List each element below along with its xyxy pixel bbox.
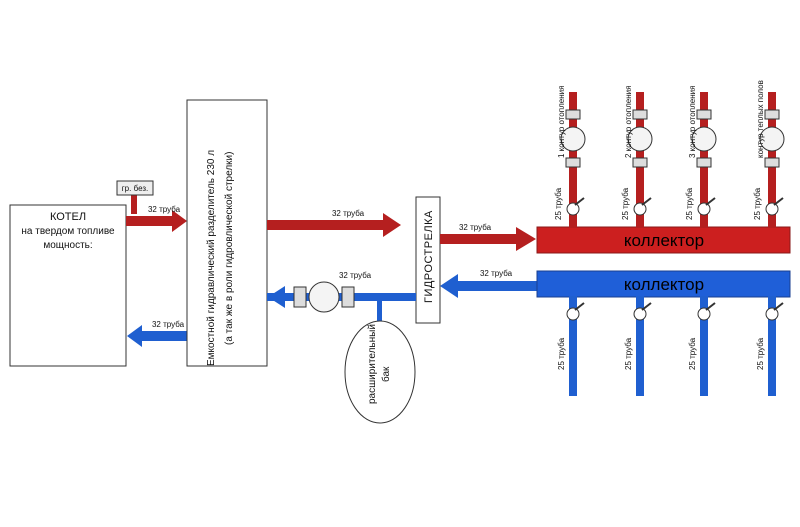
pipe-boiler-to-accumulator bbox=[126, 216, 172, 226]
main-pump-left-flange bbox=[293, 286, 307, 308]
accumulator-box bbox=[186, 99, 268, 367]
return-branches: 25 труба 25 труба 25 труба 25 труба bbox=[557, 296, 784, 396]
return-valve-handle-icon bbox=[641, 302, 652, 311]
return-valve-icon bbox=[633, 307, 647, 321]
return-pipe-label: 25 труба bbox=[688, 337, 697, 370]
boiler-power-label: мощность: bbox=[43, 240, 92, 251]
pipe-label-return-collector-to-hydro: 32 труба bbox=[480, 269, 513, 278]
supply-valve-icon bbox=[633, 202, 647, 216]
expansion-tank-label-2: бак bbox=[380, 366, 392, 382]
branch-pump-icon bbox=[560, 126, 586, 152]
pipe-label-boiler-to-accumulator: 32 труба bbox=[148, 205, 181, 214]
pipe-accumulator-to-hydro bbox=[267, 220, 385, 230]
pipe-label-hydro-to-supply-collector: 32 труба bbox=[459, 223, 492, 232]
branch-pump-top-flange bbox=[565, 109, 581, 120]
arrow-boiler-to-accumulator bbox=[172, 210, 187, 232]
safety-group-box bbox=[116, 180, 154, 196]
boiler-box bbox=[9, 204, 127, 367]
branch-pump-bottom-flange bbox=[696, 157, 712, 168]
branch-pump-top-flange bbox=[696, 109, 712, 120]
supply-collector bbox=[536, 226, 791, 254]
arrow-accumulator-to-hydro bbox=[383, 213, 401, 237]
arrow-hydro-to-supply-collector bbox=[516, 227, 536, 251]
return-valve-icon bbox=[697, 307, 711, 321]
branch-pump-bottom-flange bbox=[632, 157, 648, 168]
return-pipe-label: 25 труба bbox=[624, 337, 633, 370]
main-pump-right-flange bbox=[341, 286, 355, 308]
return-branch-pipe bbox=[700, 296, 708, 396]
supply-collector-label: коллектор bbox=[624, 231, 704, 250]
return-valve-icon bbox=[566, 307, 580, 321]
supply-valve-icon bbox=[566, 202, 580, 216]
safety-group-label: гр. без. bbox=[122, 184, 148, 193]
branch-pump-icon bbox=[759, 126, 785, 152]
return-pipe-label: 25 труба bbox=[557, 337, 566, 370]
return-pipe-label: 25 труба bbox=[756, 337, 765, 370]
return-branch-pipe bbox=[569, 296, 577, 396]
supply-pipe-label: 25 труба bbox=[685, 187, 694, 220]
branch-pump-top-flange bbox=[764, 109, 780, 120]
pipe-accumulator-to-boiler bbox=[142, 331, 187, 341]
return-valve-handle-icon bbox=[773, 302, 784, 311]
pipe-label-accumulator-to-boiler: 32 труба bbox=[152, 320, 185, 329]
supply-pipe-label: 25 труба bbox=[621, 187, 630, 220]
expansion-tank bbox=[344, 320, 416, 424]
supply-valve-handle-icon bbox=[574, 197, 585, 206]
arrow-accumulator-to-boiler bbox=[127, 325, 142, 347]
branch-pump-icon bbox=[627, 126, 653, 152]
supply-valve-handle-icon bbox=[641, 197, 652, 206]
accumulator-subtitle: (а так же в роли гидровлической стрелки) bbox=[224, 152, 235, 345]
supply-circuit-label: 1 контур отопления bbox=[557, 86, 566, 158]
boiler-subtitle: на твердом топливе bbox=[21, 226, 115, 237]
expansion-tank-connection bbox=[377, 300, 382, 324]
hydro-arrow-box bbox=[415, 196, 441, 324]
supply-circuit-label: 2 контур отопления bbox=[624, 86, 633, 158]
branch-pump-bottom-flange bbox=[565, 157, 581, 168]
return-valve-icon bbox=[765, 307, 779, 321]
supply-branches: 1 контур отопления 25 труба 2 контур отопл… bbox=[554, 80, 785, 228]
supply-valve-icon bbox=[765, 202, 779, 216]
return-valve-handle-icon bbox=[705, 302, 716, 311]
expansion-tank-label-1: расширительный bbox=[367, 324, 378, 404]
branch-pump-top-flange bbox=[632, 109, 648, 120]
return-collector-label: коллектор bbox=[624, 275, 704, 294]
arrow-return-pump-line bbox=[268, 286, 285, 308]
hydro-arrow-label: ГИДРОСТРЕЛКА bbox=[423, 210, 435, 303]
safety-group-stem bbox=[131, 194, 137, 214]
return-branch-pipe bbox=[768, 296, 776, 396]
supply-circuit-label: контур теплых полов bbox=[756, 80, 765, 158]
return-collector bbox=[536, 270, 791, 298]
branch-pump-icon bbox=[691, 126, 717, 152]
supply-pipe-label: 25 труба bbox=[554, 187, 563, 220]
supply-valve-handle-icon bbox=[773, 197, 784, 206]
supply-circuit-label: 3 контур отопления bbox=[688, 86, 697, 158]
branch-pump-bottom-flange bbox=[764, 157, 780, 168]
return-branch-pipe bbox=[636, 296, 644, 396]
arrow-return-collector-to-hydro bbox=[440, 274, 458, 298]
pipe-label-return-pump-line: 32 труба bbox=[339, 271, 372, 280]
main-pump-icon bbox=[308, 281, 340, 313]
supply-valve-icon bbox=[697, 202, 711, 216]
return-valve-handle-icon bbox=[574, 302, 585, 311]
supply-valve-handle-icon bbox=[705, 197, 716, 206]
accumulator-title: Емкостной гидравлический разделитель 230… bbox=[206, 150, 217, 366]
boiler-title: КОТЕЛ bbox=[50, 211, 86, 223]
supply-pipe-label: 25 труба bbox=[753, 187, 762, 220]
pipe-return-collector-to-hydro bbox=[456, 281, 538, 291]
pipe-hydro-to-supply-collector bbox=[440, 234, 518, 244]
pipe-label-accumulator-to-hydro: 32 труба bbox=[332, 209, 365, 218]
